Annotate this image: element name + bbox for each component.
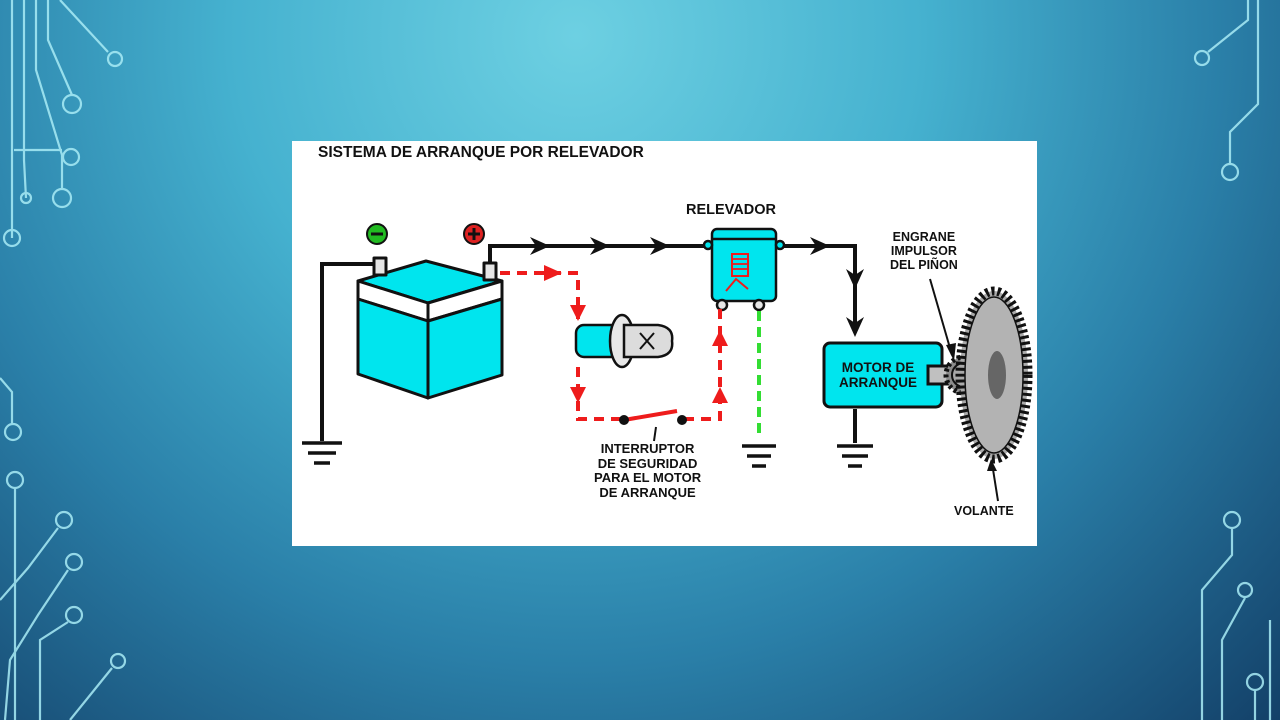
- positive-terminal-icon: [463, 223, 485, 245]
- flywheel-pointer-head: [987, 459, 997, 471]
- relay: [702, 227, 786, 312]
- pinion-pointer: [929, 278, 953, 356]
- diagram-title: SISTEMA DE ARRANQUE POR RELEVADOR: [318, 144, 644, 161]
- motor-feed-arrow-1: [846, 269, 864, 289]
- starter-motor: [822, 341, 950, 409]
- battery: [356, 256, 504, 400]
- starter-motor-label: MOTOR DE ARRANQUE: [838, 360, 917, 391]
- safety-switch-label: INTERRUPTOR DE SEGURIDAD PARA EL MOTOR D…: [594, 441, 702, 500]
- ground-symbol-motor: [837, 444, 873, 468]
- pinion-label: ENGRANE IMPULSOR DEL PIÑON: [890, 230, 958, 272]
- ground-symbol-relay: [742, 444, 776, 468]
- starter-diagram-drawing: [302, 223, 1033, 502]
- ground-symbol-battery: [302, 441, 342, 465]
- control-arrows: [544, 265, 728, 403]
- main-power-wire: [488, 244, 717, 264]
- flywheel-label: VOLANTE: [954, 504, 1014, 518]
- negative-ground-wire: [320, 262, 379, 441]
- pinion-pointer-head: [946, 343, 956, 361]
- negative-terminal-icon: [366, 223, 388, 245]
- safety-switch: [619, 409, 687, 425]
- switch-label-pointer: [653, 426, 657, 442]
- relay-label: RELEVADOR: [686, 202, 776, 218]
- starter-diagram: SISTEMA DE ARRANQUE POR RELEVADOR RELEVA…: [292, 141, 1037, 546]
- ignition-key-switch: [574, 313, 674, 369]
- motor-feed-arrow-2: [846, 317, 864, 337]
- flywheel: [955, 286, 1033, 464]
- relay-to-motor-wire: [777, 244, 857, 331]
